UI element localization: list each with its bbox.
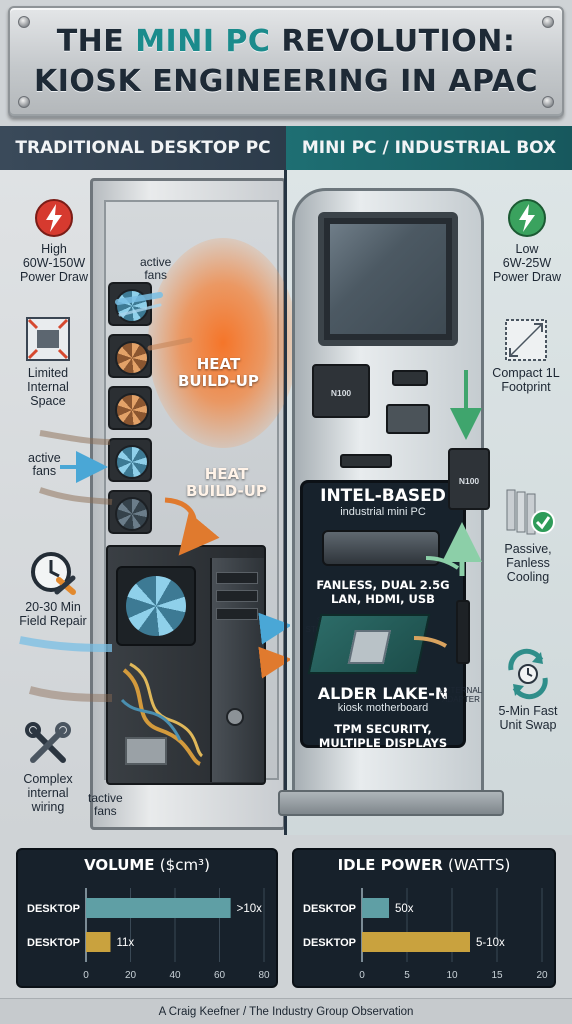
page-title: THE MINI PC REVOLUTION: [10,22,562,62]
clock-wrench-icon [31,552,76,595]
x-tick-label: 0 [359,970,365,981]
compact-footprint-item: Compact 1L Footprint [484,318,568,394]
card-specs: FANLESS, DUAL 2.5G LAN, HDMI, USB [316,578,450,606]
x-tick-label: 20 [125,970,137,981]
power-button-icon [226,708,244,726]
bar [362,932,470,952]
category-label: DESKTOP [27,937,80,949]
title-suffix: REVOLUTION: [270,24,516,59]
airflow-arrows [19,292,290,702]
x-tick-label: 0 [83,970,89,981]
complex-wiring-item: Complex internal wiring [10,722,86,814]
mobo-specs: TPM SECURITY, MULTIPLE DISPLAYS [318,722,448,750]
bar-value-label: 50x [395,903,414,915]
n100-external-unit: N100 [448,448,490,510]
card-title: INTEL-BASED [320,486,446,506]
title-accent: MINI PC [135,24,271,59]
kiosk-base [278,790,504,816]
n100-module: N100 [312,364,370,418]
x-tick-label: 5 [404,970,410,981]
fin-check-icon [506,489,555,535]
fans-label-top: active fans [140,255,172,282]
lightning-icon [35,199,73,237]
power-chart-title: IDLE POWER (WATTS) [337,856,511,874]
category-label: DESKTOP [303,903,356,915]
field-repair-item: 20-30 Min Field Repair [10,548,96,628]
page-subtitle: KIOSK ENGINEERING IN APAC [33,64,539,99]
fan-icon [108,438,152,482]
drive-bay [216,572,258,584]
screw-icon [542,96,554,108]
mobo-subtitle: kiosk motherboard [337,702,429,714]
drive-bay [216,608,258,620]
bar [86,932,111,952]
low-power-item: Low 6W-25W Power Draw [486,198,568,284]
category-label: DESKTOP [27,903,80,915]
bar-value-label: >10x [237,903,263,915]
fan-icon [108,386,152,430]
screw-icon [18,96,30,108]
lightning-icon [508,199,546,237]
kiosk-arrows [413,370,482,648]
cramped-space-icon [26,317,70,361]
fanless-cooling-item: Passive, Fanless Cooling [490,486,566,584]
column-header-desktop: TRADITIONAL DESKTOP PC [0,126,286,170]
heat-label-bottom: HEAT BUILD-UP [186,465,267,500]
limited-space-item: Limited Internal Space [14,316,82,408]
fan-icon [116,566,196,646]
kiosk-screen [318,212,458,346]
fan-icon [108,282,152,326]
x-tick-label: 40 [169,970,181,981]
wires-illustration [120,662,204,766]
bar [362,898,389,918]
adapter-illustration [456,600,470,664]
tools-icon [25,722,71,763]
heat-label-top: HEAT BUILD-UP [178,355,259,390]
x-tick-label: 60 [214,970,226,981]
fans-label-mid: active fans [28,451,61,478]
screw-icon [18,16,30,28]
x-tick-label: 80 [258,970,270,981]
printer-slot [340,454,392,468]
fan-icon [108,334,152,378]
drive-bay [216,590,258,602]
footprint-icon [505,319,547,361]
scanner-slot [386,404,430,434]
column-header-minipc: MINI PC / INDUSTRIAL BOX [286,126,572,170]
card-subtitle: industrial mini PC [340,506,426,518]
adapter-label: EXTERNAL ADAPTER [439,686,483,704]
x-tick-label: 20 [536,970,548,981]
high-power-item: High 60W-150W Power Draw [14,198,94,284]
x-tick-label: 10 [446,970,458,981]
title-prefix: THE [56,24,136,59]
bar-value-label: 11x [116,937,134,949]
volume-chart-title: VOLUME ($cm³) [84,856,210,874]
category-label: DESKTOP [303,937,356,949]
fan-icon [108,490,152,534]
screw-icon [542,16,554,28]
card-slot [392,370,428,386]
swap-hand-icon [508,648,548,700]
bar [86,898,231,918]
bar-value-label: 5-10x [476,937,505,949]
footer-credit: A Craig Keefner / The Industry Group Obs… [0,998,572,1024]
fans-label-bottom: tactive fans [88,791,123,818]
mobo-title: ALDER LAKE-N [317,684,449,703]
x-tick-label: 15 [491,970,503,981]
title-plate: THE MINI PC REVOLUTION: KIOSK ENGINEERIN… [8,6,564,118]
mini-pc-illustration [322,530,440,566]
center-divider [284,170,287,835]
fast-swap-item: 5-Min Fast Unit Swap [488,648,568,732]
